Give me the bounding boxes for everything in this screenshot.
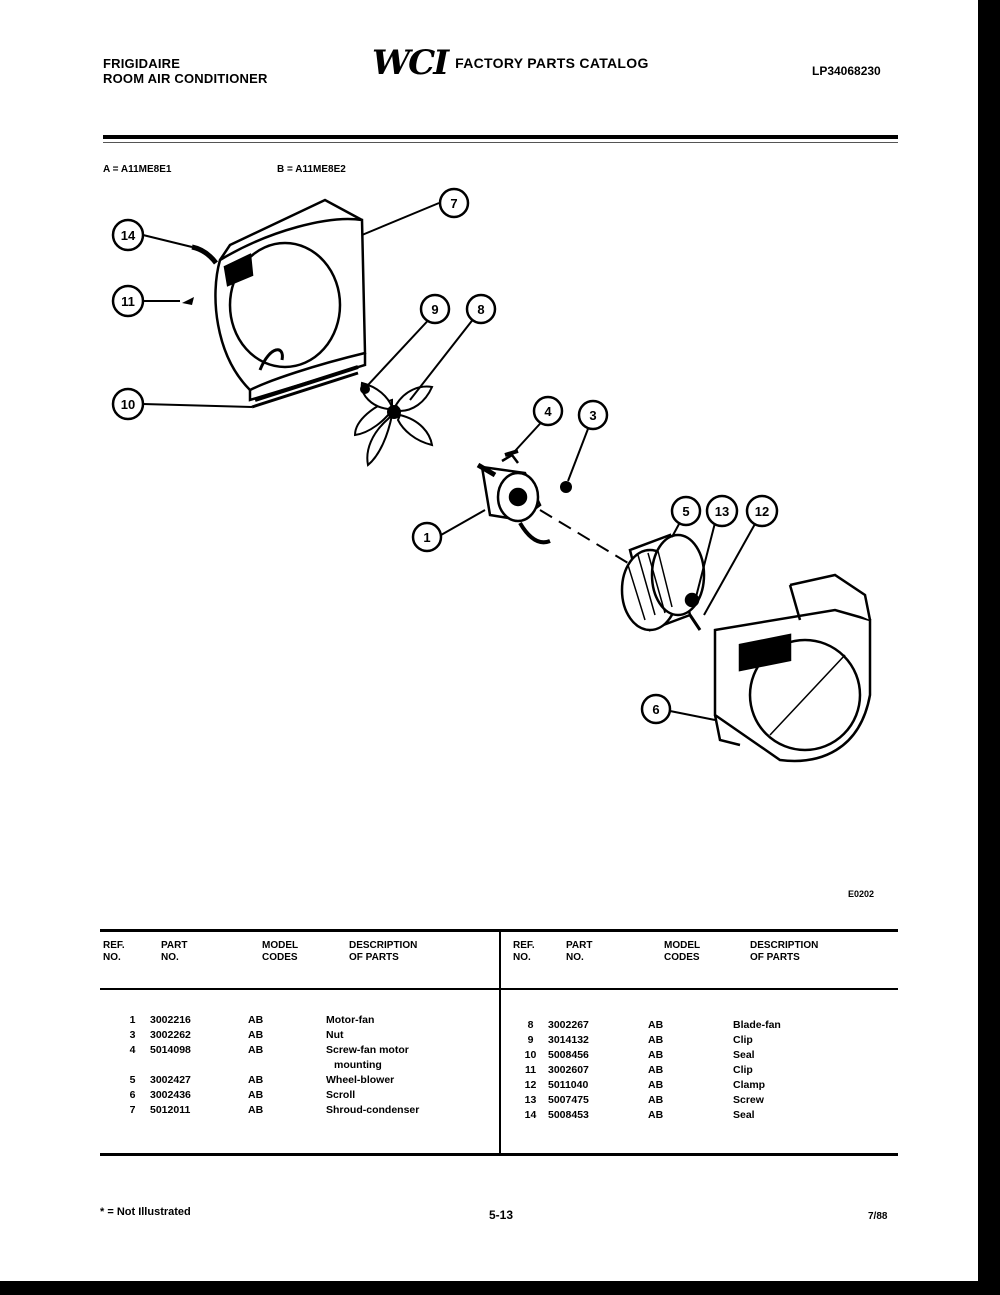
callout-7: 7 [438,187,470,219]
svg-text:7: 7 [450,196,457,211]
fan-motor-drawing [476,453,551,545]
page-number: 5-13 [489,1208,514,1222]
svg-text:14: 14 [121,228,136,243]
callout-12: 12 [745,494,779,528]
exploded-parts-diagram: 7 14 11 9 8 10 4 3 1 5 13 12 6 [111,187,872,763]
model-a-label: A = A11ME8E1 [103,164,172,175]
header-rule-thin [103,142,898,143]
shaft-axis-line [539,509,629,564]
svg-text:9: 9 [431,302,438,317]
svg-text:6: 6 [652,702,659,717]
blade-fan-drawing [353,381,434,467]
wci-logo: WCI [372,43,449,83]
table-rule-bottom [100,1153,898,1156]
svg-text:12: 12 [755,504,769,519]
catalog-title: FACTORY PARTS CATALOG [455,55,649,71]
svg-text:10: 10 [121,397,135,412]
seal-strip-drawing [251,371,359,409]
col-header-ref-left: REF.NO. [103,940,125,963]
leader-lines [142,202,761,721]
callout-13: 13 [705,494,739,528]
callout-5: 5 [670,495,702,527]
callout-4: 4 [532,395,564,427]
callout-8: 8 [465,293,497,325]
svg-text:4: 4 [544,404,552,419]
table-row: mounting [334,1059,382,1071]
blower-wheel-drawing [620,533,706,632]
svg-text:11: 11 [121,294,135,309]
header-rule [103,135,898,139]
callout-3: 3 [577,399,609,431]
scan-border-bottom [0,1281,1000,1295]
shroud-condenser-drawing [214,198,367,402]
model-b-label: B = A11ME8E2 [277,164,346,175]
figure-code: E0202 [848,889,875,899]
clamp-drawing [688,614,702,631]
clip-drawing [182,297,194,305]
scan-border-right [978,0,1000,1295]
footnote-not-illustrated: * = Not Illustrated [100,1206,191,1218]
callout-14: 14 [111,218,145,252]
callout-11: 11 [111,284,145,318]
callout-10: 10 [111,387,145,421]
seal-drawing [191,244,218,265]
screw-drawing [504,449,519,457]
header-catalog-block: WCI FACTORY PARTS CATALOG [372,46,649,80]
svg-text:1: 1 [423,530,430,545]
nut-drawing [560,481,572,493]
callout-6: 6 [640,693,672,725]
product-name: ROOM AIR CONDITIONER [103,71,268,86]
svg-text:13: 13 [715,504,729,519]
table-rule-top [100,929,898,932]
col-header-ref-right: REF.NO. [513,940,535,963]
clip-9-drawing [360,384,370,394]
callout-1: 1 [411,521,443,553]
scroll-housing-drawing [713,573,872,763]
callout-9: 9 [419,293,451,325]
brand-name: FRIGIDAIRE [103,56,181,71]
svg-text:8: 8 [477,302,484,317]
catalog-date: 7/88 [868,1211,888,1222]
svg-text:5: 5 [682,504,689,519]
header-brand-block: FRIGIDAIRE ROOM AIR CONDITIONER [103,56,268,86]
svg-text:3: 3 [589,408,596,423]
catalog-number: LP34068230 [812,64,881,78]
table-column-divider [499,932,501,1153]
